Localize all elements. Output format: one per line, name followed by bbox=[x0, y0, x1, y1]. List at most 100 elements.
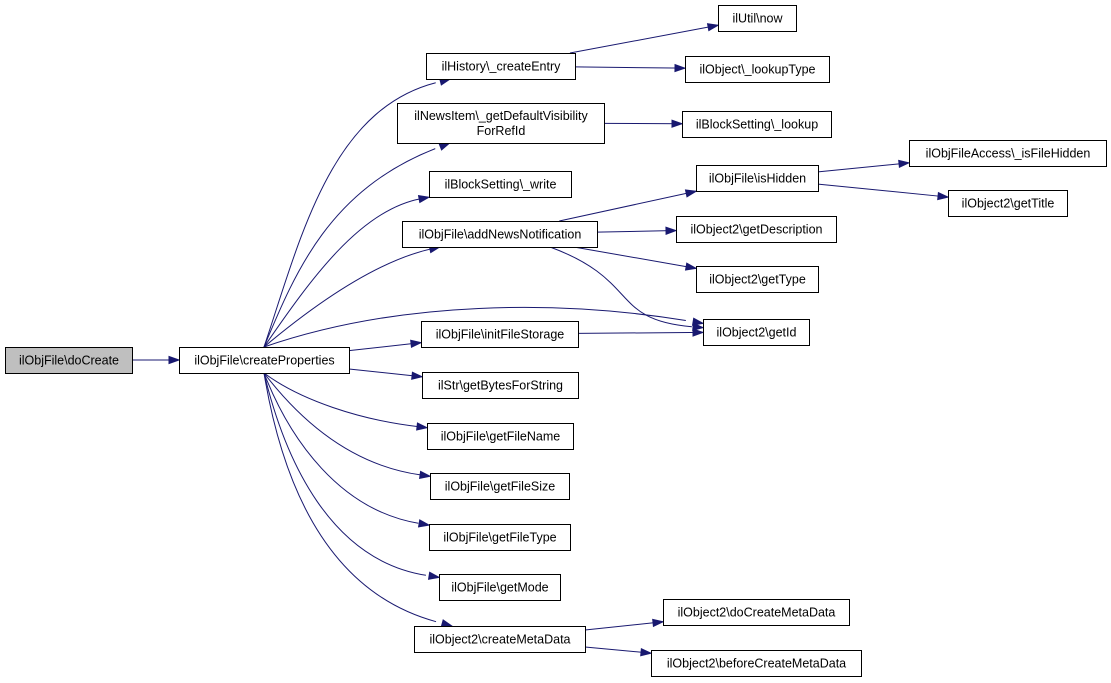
node-label: ilObjFile\getFileName bbox=[441, 430, 561, 444]
node-initFileStorage[interactable]: ilObjFile\initFileStorage bbox=[421, 321, 579, 348]
node-box bbox=[439, 574, 561, 601]
arrowhead bbox=[684, 189, 698, 198]
edge-doCreate-to-createProperties bbox=[132, 355, 181, 365]
node-label: ForRefId bbox=[477, 124, 526, 138]
arrowhead bbox=[692, 328, 705, 337]
node-label: ilObjFile\createProperties bbox=[194, 354, 334, 368]
node-isFileHidden[interactable]: ilObjFileAccess\_isFileHidden bbox=[909, 140, 1107, 167]
edge-addNewsNotification-to-getType bbox=[573, 246, 698, 271]
node-getDescription[interactable]: ilObject2\getDescription bbox=[676, 216, 837, 243]
arrowhead bbox=[692, 322, 705, 331]
edge-getDefaultVisibility-to-blockLookup bbox=[603, 119, 684, 128]
node-isHidden[interactable]: ilObjFile\isHidden bbox=[696, 165, 819, 192]
node-label: ilObject2\getTitle bbox=[962, 197, 1055, 211]
node-utilNow[interactable]: ilUtil\now bbox=[718, 5, 797, 32]
node-getFileSize[interactable]: ilObjFile\getFileSize bbox=[430, 473, 570, 500]
node-getTitle[interactable]: ilObject2\getTitle bbox=[948, 190, 1068, 217]
edge-line bbox=[817, 183, 949, 198]
edge-line bbox=[263, 372, 419, 524]
edge-createProperties-to-getMode bbox=[263, 372, 441, 580]
edge-createProperties-to-getFileType bbox=[263, 372, 431, 528]
node-getFileName[interactable]: ilObjFile\getFileName bbox=[427, 423, 574, 450]
node-blockLookup[interactable]: ilBlockSetting\_lookup bbox=[682, 111, 832, 138]
node-box bbox=[696, 165, 819, 192]
edge-line bbox=[263, 306, 686, 348]
node-blockWrite[interactable]: ilBlockSetting\_write bbox=[429, 171, 572, 198]
arrowhead bbox=[652, 618, 665, 628]
node-label: ilObject2\getType bbox=[709, 273, 806, 287]
edge-line bbox=[263, 248, 433, 348]
arrowhead bbox=[427, 571, 441, 580]
node-box bbox=[402, 221, 598, 248]
edge-line bbox=[263, 372, 426, 576]
edge-line bbox=[584, 646, 652, 654]
node-getFileType[interactable]: ilObjFile\getFileType bbox=[429, 524, 571, 551]
edge-line bbox=[348, 368, 423, 378]
node-label: ilObject2\getDescription bbox=[690, 223, 822, 237]
node-createProperties[interactable]: ilObjFile\createProperties bbox=[179, 347, 350, 374]
node-label: ilObjFileAccess\_isFileHidden bbox=[926, 147, 1091, 161]
node-doCreateMetaData[interactable]: ilObject2\doCreateMetaData bbox=[663, 599, 850, 626]
node-box bbox=[676, 216, 837, 243]
node-label: ilObject2\createMetaData bbox=[429, 633, 570, 647]
node-label: ilBlockSetting\_lookup bbox=[696, 118, 818, 132]
node-label: ilNewsItem\_getDefaultVisibility bbox=[414, 109, 588, 123]
node-createMetaData[interactable]: ilObject2\createMetaData bbox=[414, 626, 586, 653]
node-label: ilObjFile\getFileType bbox=[443, 531, 556, 545]
edge-createProperties-to-getFileName bbox=[263, 372, 429, 431]
edge-addNewsNotification-to-getId bbox=[549, 246, 705, 331]
edge-line bbox=[573, 246, 697, 269]
edge-initFileStorage-to-getId bbox=[577, 328, 705, 337]
node-box bbox=[909, 140, 1107, 167]
node-getId[interactable]: ilObject2\getId bbox=[703, 319, 810, 346]
edge-line bbox=[348, 342, 422, 352]
node-label: ilObjFile\addNewsNotification bbox=[419, 228, 582, 242]
node-label: ilObjFile\initFileStorage bbox=[436, 328, 565, 342]
node-getMode[interactable]: ilObjFile\getMode bbox=[439, 574, 561, 601]
node-beforeCreateMetaData[interactable]: ilObject2\beforeCreateMetaData bbox=[651, 650, 862, 677]
arrowhead bbox=[671, 119, 684, 128]
edge-createProperties-to-getBytesForString bbox=[348, 368, 424, 380]
nodes-layer: ilObjFile\doCreate ilObjFile\createProper… bbox=[5, 5, 1107, 677]
node-createEntry[interactable]: ilHistory\_createEntry bbox=[426, 53, 576, 80]
node-addNewsNotification[interactable]: ilObjFile\addNewsNotification bbox=[402, 221, 598, 248]
node-box bbox=[663, 599, 850, 626]
edge-line bbox=[263, 82, 436, 348]
node-lookupType[interactable]: ilObject\_lookupType bbox=[685, 56, 830, 83]
arrowhead bbox=[168, 355, 181, 365]
node-box bbox=[421, 321, 579, 348]
arrowhead bbox=[416, 422, 429, 431]
node-doCreate[interactable]: ilObjFile\doCreate bbox=[5, 347, 133, 374]
edge-addNewsNotification-to-getDescription bbox=[596, 226, 678, 235]
edge-addNewsNotification-to-isHidden bbox=[559, 189, 698, 222]
node-label: ilObjFile\doCreate bbox=[19, 354, 119, 368]
arrowhead bbox=[674, 63, 687, 73]
node-label: ilObjFile\isHidden bbox=[709, 172, 806, 186]
node-label: ilObjFile\getMode bbox=[451, 581, 548, 595]
node-label: ilObjFile\getFileSize bbox=[445, 480, 556, 494]
edge-line bbox=[263, 372, 421, 476]
node-box bbox=[5, 347, 133, 374]
arrowhead bbox=[640, 648, 653, 657]
edge-createProperties-to-getId bbox=[263, 306, 705, 348]
node-label: ilObject2\getId bbox=[717, 326, 797, 340]
node-getType[interactable]: ilObject2\getType bbox=[696, 266, 819, 293]
node-box bbox=[682, 111, 832, 138]
edge-createEntry-to-lookupType bbox=[574, 63, 687, 73]
node-label: ilBlockSetting\_write bbox=[445, 178, 557, 192]
node-getBytesForString[interactable]: ilStr\getBytesForString bbox=[422, 372, 579, 399]
edge-line bbox=[263, 148, 436, 348]
node-box bbox=[718, 5, 797, 32]
edge-line bbox=[596, 230, 677, 233]
edge-line bbox=[584, 621, 664, 631]
node-label: ilObject2\doCreateMetaData bbox=[678, 606, 836, 620]
edge-line bbox=[577, 331, 704, 334]
node-box bbox=[397, 103, 605, 144]
edge-line bbox=[263, 372, 437, 623]
edge-createEntry-to-utilNow bbox=[569, 23, 720, 54]
edge-line bbox=[559, 190, 697, 222]
node-box bbox=[179, 347, 350, 374]
node-box bbox=[685, 56, 830, 83]
